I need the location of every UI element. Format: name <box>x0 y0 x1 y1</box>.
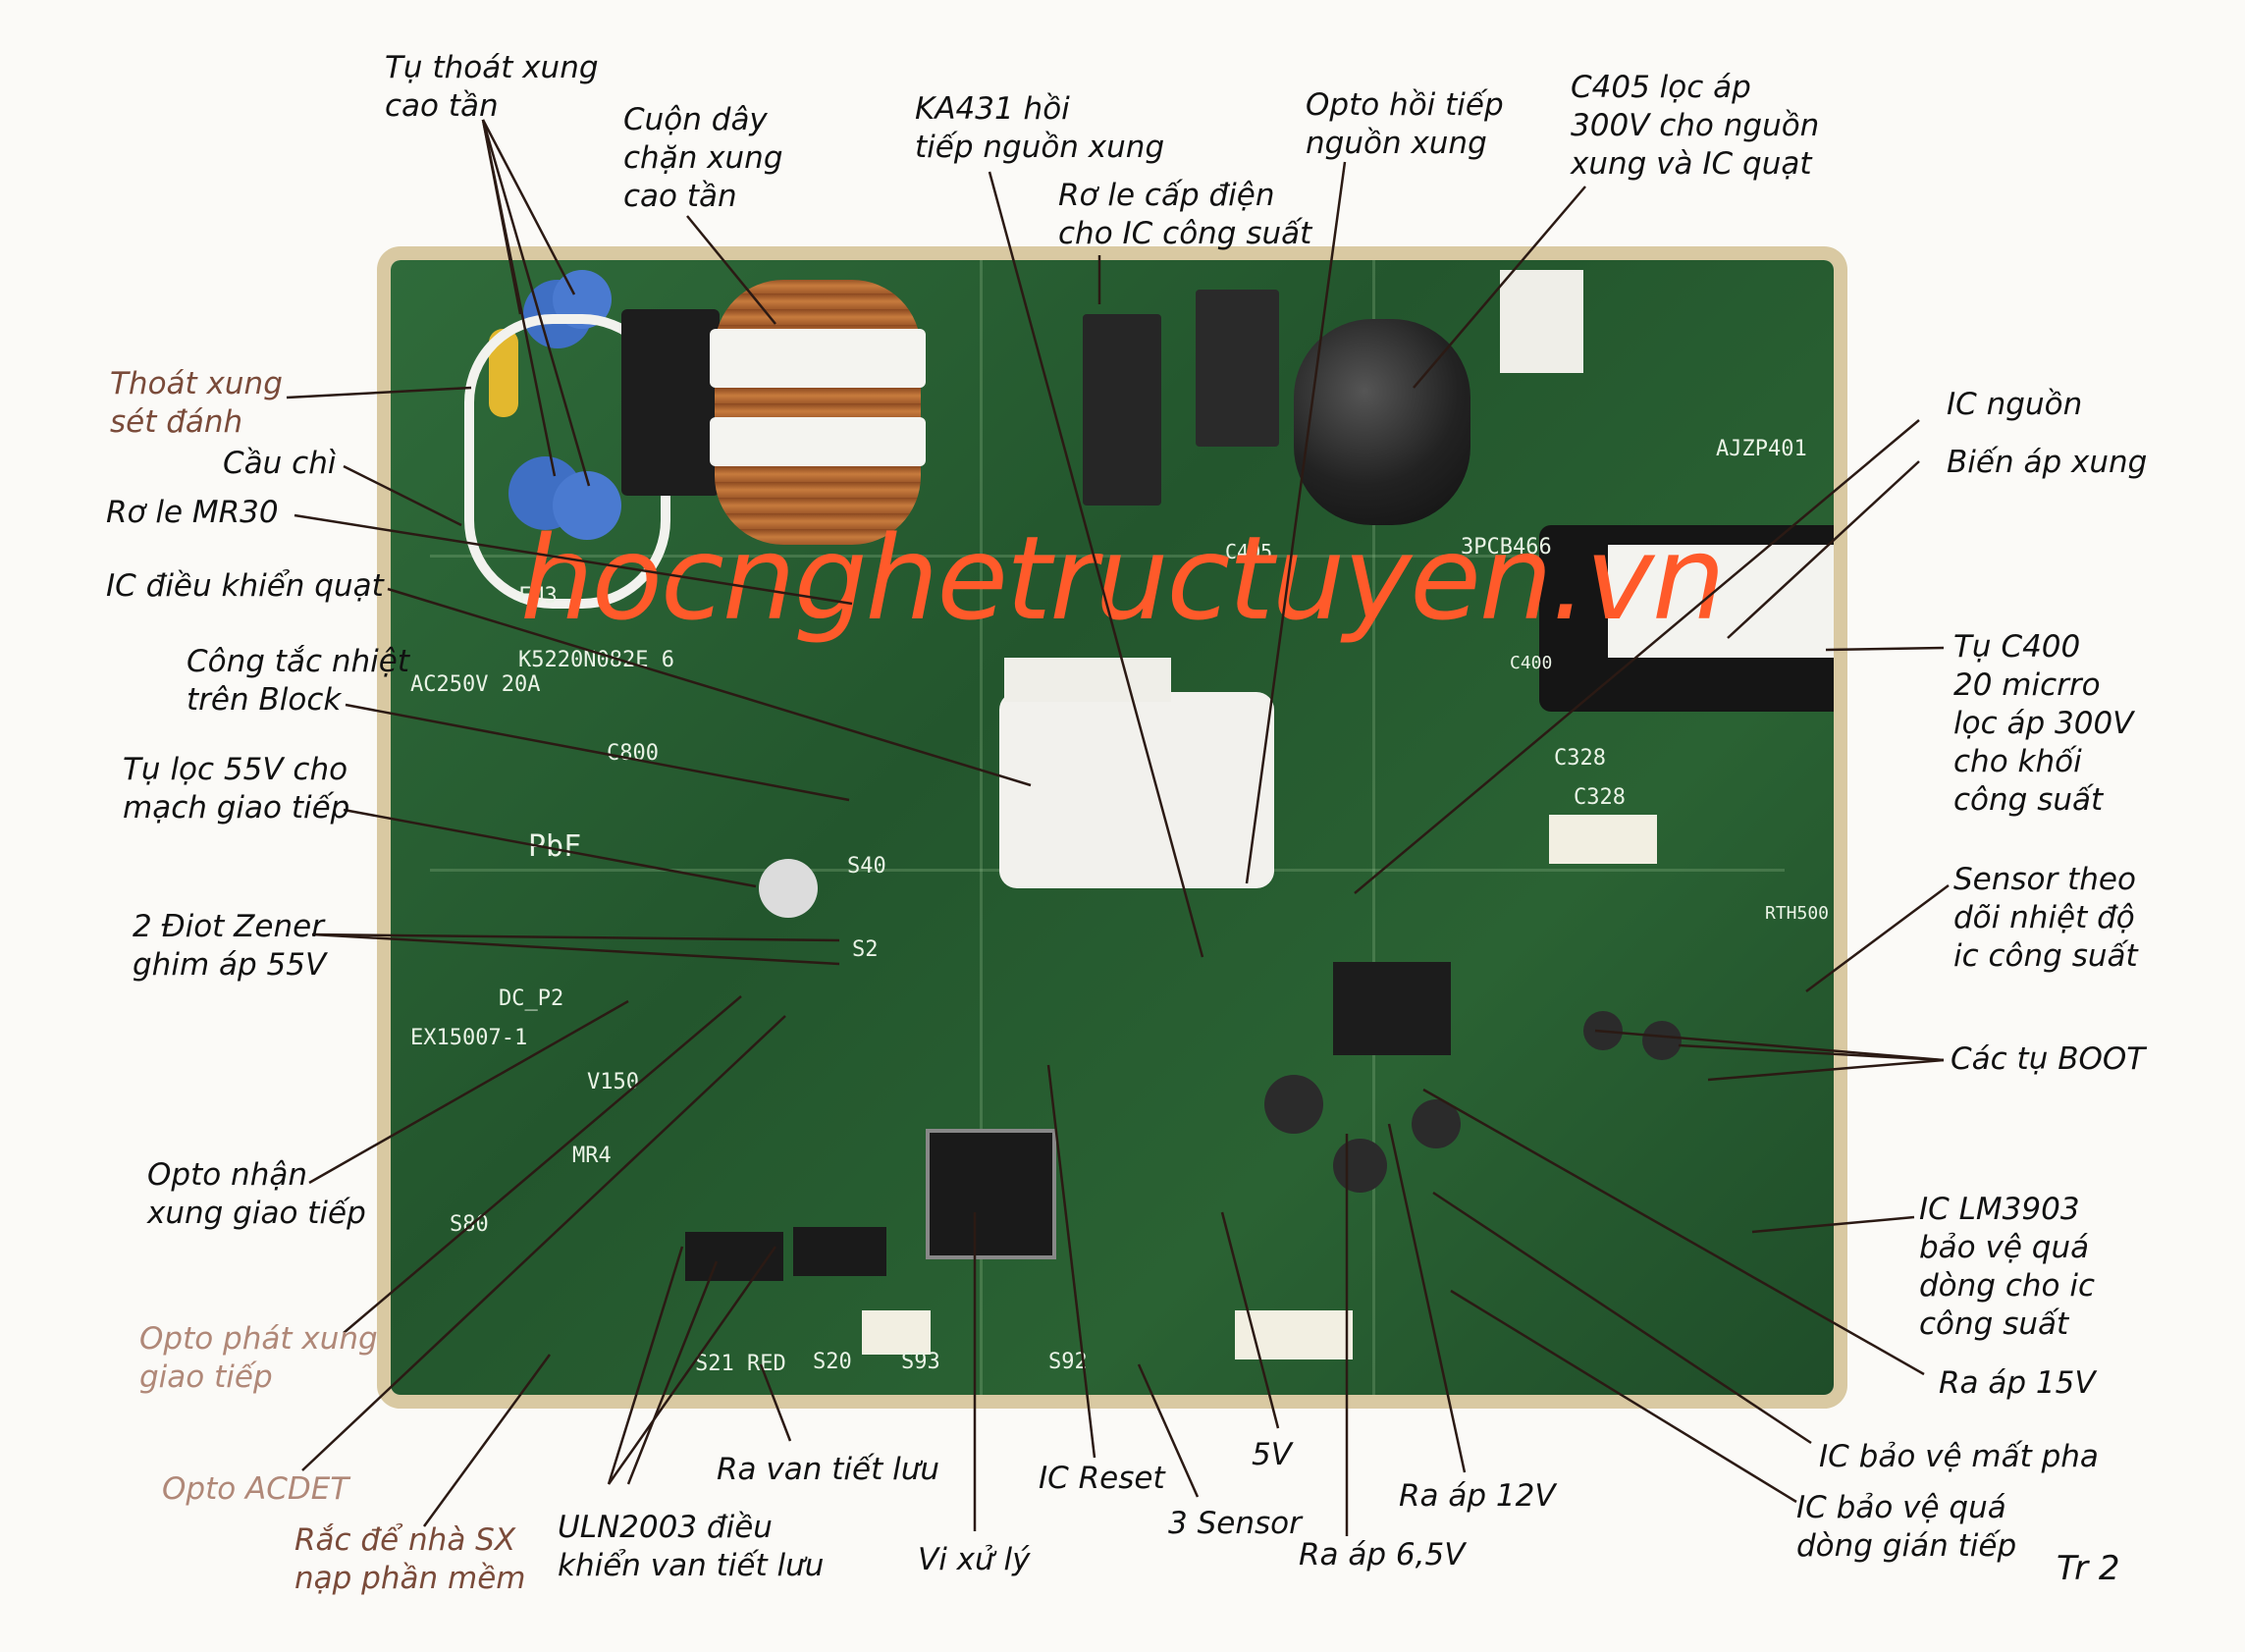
label-ra-van-tiet-luu: Ra van tiết lưu <box>717 1452 939 1487</box>
capacitor-c405 <box>1294 319 1470 525</box>
label-bien-ap-xung: Biến áp xung <box>1947 445 2148 480</box>
pcb-marking: AJZP401 <box>1716 437 1807 461</box>
label-sensor-nhiet: Sensor theo dõi nhiệt độ ic công suất <box>1953 862 2138 974</box>
microcontroller-chip <box>926 1129 1056 1259</box>
pcb-marking: MR4 <box>572 1144 612 1168</box>
label-opto-acdet: Opto ACDET <box>162 1471 349 1507</box>
label-tu-boot: Các tụ BOOT <box>1951 1041 2146 1077</box>
capacitor <box>1642 1021 1682 1060</box>
label-diot-zener: 2 Điot Zener ghim áp 55V <box>133 909 327 983</box>
pcb-marking: S21 RED <box>695 1352 786 1376</box>
pcb-marking: AC250V 20A <box>410 672 541 697</box>
connector <box>862 1310 931 1355</box>
capacitor <box>1412 1099 1461 1148</box>
pcb-marking: 3PCB466 <box>1461 535 1552 560</box>
pcb-marking: S2 <box>852 937 879 962</box>
pcb-marking: S92 <box>1048 1350 1088 1374</box>
label-cong-tac-nhiet: Công tắc nhiệt trên Block <box>187 644 409 718</box>
label-opto-phat-xung: Opto phát xung giao tiếp <box>139 1321 378 1395</box>
pcb-board: K5220N082E 6 PbF C328 C328 3PCB466 V150 … <box>391 260 1834 1395</box>
label-ra-ap-65v: Ra áp 6,5V <box>1299 1537 1466 1572</box>
coil-core <box>710 329 926 388</box>
label-rac-de-nha-sx: Rắc để nhà SX nạp phần mềm <box>294 1522 526 1596</box>
pcb-marking: RTH500 <box>1765 903 1830 924</box>
pcb-marking: C328 <box>1554 746 1606 771</box>
pcb-marking: EX15007-1 <box>410 1026 528 1050</box>
label-ic-bao-ve-qua-dong: IC bảo vệ quá dòng gián tiếp <box>1796 1490 2017 1564</box>
relay-block <box>621 309 720 496</box>
label-ic-lm3903: IC LM3903 bảo vệ quá dòng cho ic công su… <box>1919 1192 2095 1342</box>
coil <box>715 280 921 545</box>
label-tu-c400: Tụ C400 20 micrro lọc áp 300V cho khối c… <box>1953 629 2134 818</box>
white-connector <box>1500 270 1583 373</box>
uln2003-chip <box>685 1232 783 1281</box>
pcb-marking: C328 <box>1574 785 1626 810</box>
pcb-marking: C400 <box>1510 653 1553 673</box>
label-cau-chi: Cầu chì <box>223 446 337 481</box>
capacitor <box>1264 1075 1323 1134</box>
label-opto-nhan-xung: Opto nhận xung giao tiếp <box>147 1157 366 1231</box>
label-cuon-day: Cuộn dây chặn xung cao tần <box>623 102 783 214</box>
pcb-marking: C405 <box>1225 540 1273 563</box>
label-ic-reset: IC Reset <box>1039 1461 1165 1496</box>
capacitor <box>759 859 818 918</box>
label-tu-thoat-xung: Tụ thoát xung cao tần <box>385 50 599 124</box>
pcb-marking: S93 <box>901 1350 940 1374</box>
heatsink-bracket <box>999 692 1274 888</box>
relay-power <box>1083 314 1161 506</box>
label-ic-dieu-khien-quat: IC điều khiển quạt <box>106 568 384 604</box>
ipm-module <box>1333 962 1451 1055</box>
pcb-marking: S40 <box>847 854 886 879</box>
label-tu-loc-55v: Tụ lọc 55V cho mạch giao tiếp <box>123 752 350 826</box>
connector <box>1549 815 1657 864</box>
label-ic-bao-ve-mat-pha: IC bảo vệ mất pha <box>1819 1439 2099 1474</box>
page-number: Tr 2 <box>2057 1549 2120 1588</box>
label-ro-le-mr30: Rơ le MR30 <box>106 495 279 530</box>
uln2003-chip <box>793 1227 886 1276</box>
label-5v: 5V <box>1252 1437 1292 1472</box>
pcb-marking: FU3 <box>518 584 558 609</box>
label-c405: C405 lọc áp 300V cho nguồn xung và IC qu… <box>1571 70 1820 182</box>
label-uln2003: ULN2003 điều khiển van tiết lưu <box>558 1510 825 1583</box>
label-thoat-xung-set: Thoát xung sét đánh <box>110 366 283 440</box>
label-vi-xu-ly: Vi xử lý <box>918 1542 1031 1577</box>
label-ro-le-cap-dien: Rơ le cấp điện cho IC công suất <box>1058 178 1312 251</box>
relay-black <box>1196 290 1279 447</box>
label-ra-ap-15v: Ra áp 15V <box>1939 1365 2096 1401</box>
capacitor <box>1333 1139 1387 1193</box>
coil-core <box>710 417 926 466</box>
connector <box>1004 658 1171 702</box>
watermark-text: hocnghetructuyen.vn <box>520 510 1726 646</box>
label-ic-nguon: IC nguồn <box>1947 387 2083 422</box>
label-ka431: KA431 hồi tiếp nguồn xung <box>915 91 1165 165</box>
label-3-sensor: 3 Sensor <box>1168 1506 1302 1541</box>
pcb-marking: DC_P2 <box>499 986 564 1011</box>
transformer-label <box>1608 545 1834 658</box>
label-opto-hoi-tiep: Opto hồi tiếp nguồn xung <box>1306 87 1504 161</box>
pcb-marking: S20 <box>813 1350 852 1374</box>
label-ra-ap-12v: Ra áp 12V <box>1399 1478 1556 1514</box>
